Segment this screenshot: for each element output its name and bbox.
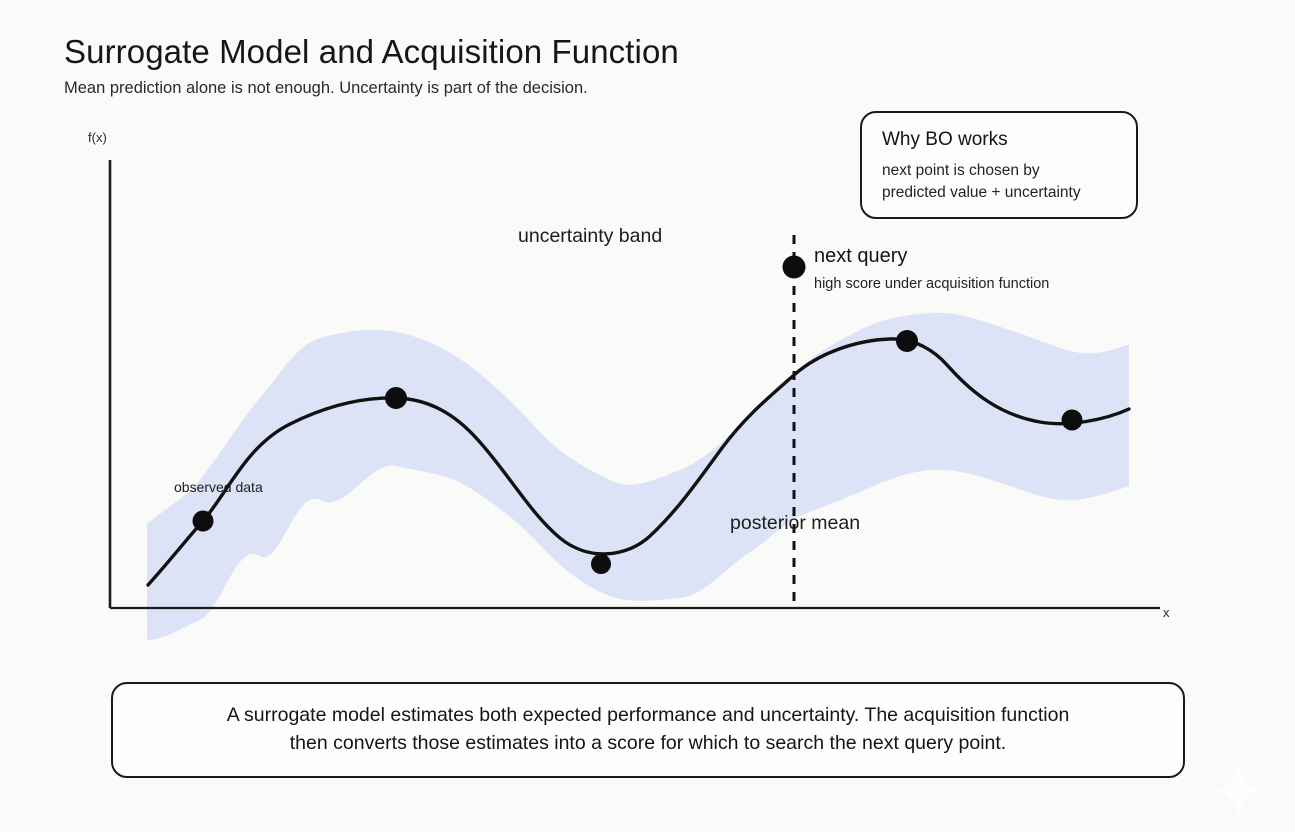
posterior-mean-curve bbox=[146, 337, 1131, 587]
observed-point bbox=[591, 554, 611, 574]
observed-point bbox=[192, 510, 214, 532]
page-subtitle: Mean prediction alone is not enough. Unc… bbox=[64, 79, 588, 97]
summary-caption-box: A surrogate model estimates both expecte… bbox=[111, 682, 1185, 778]
observed-data-label: observed data bbox=[174, 479, 263, 495]
page-title: Surrogate Model and Acquisition Function bbox=[64, 33, 679, 70]
sparkle-icon bbox=[1216, 762, 1260, 818]
x-axis-label: x bbox=[1163, 605, 1170, 620]
why-bo-works-callout: Why BO works next point is chosen by pre… bbox=[860, 111, 1138, 219]
callout-line-1: next point is chosen by bbox=[882, 161, 1040, 179]
next-query-point bbox=[782, 255, 806, 279]
callout-line-2: predicted value + uncertainty bbox=[882, 183, 1081, 201]
observed-point bbox=[385, 387, 407, 409]
caption-line-1: A surrogate model estimates both expecte… bbox=[226, 704, 1070, 727]
y-axis-label: f(x) bbox=[88, 130, 107, 145]
observed-data-points bbox=[192, 330, 1083, 574]
caption-line-2: then converts those estimates into a sco… bbox=[289, 732, 1007, 754]
next-query-label: next query bbox=[814, 245, 908, 267]
observed-point bbox=[896, 330, 918, 352]
uncertainty-band-area bbox=[147, 312, 1129, 640]
uncertainty-band-label: uncertainty band bbox=[518, 225, 663, 247]
next-query-sublabel: high score under acquisition function bbox=[814, 276, 1050, 292]
callout-title: Why BO works bbox=[882, 129, 1008, 150]
observed-point bbox=[1061, 409, 1083, 431]
posterior-mean-label: posterior mean bbox=[730, 512, 861, 534]
